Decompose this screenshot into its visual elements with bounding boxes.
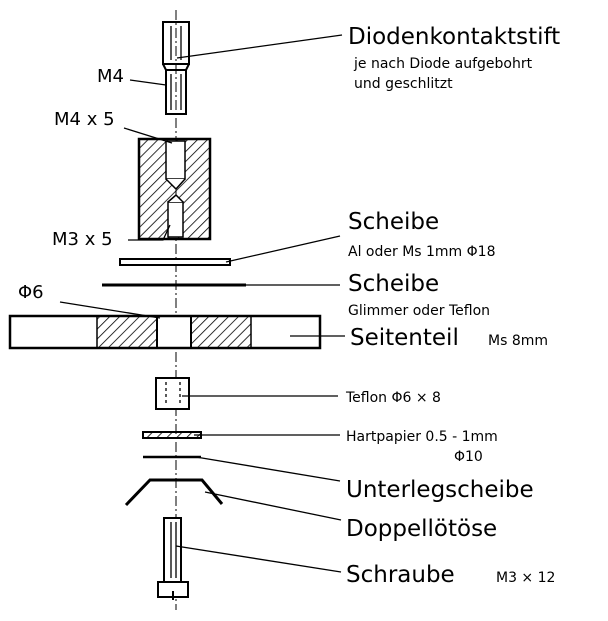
side-panel (8, 314, 322, 350)
label-unterlegscheibe: Unterlegscheibe (346, 477, 534, 503)
leader-lines (59, 34, 345, 573)
label-scheibe-2-note: Glimmer oder Teflon (348, 303, 490, 319)
diode-contact-pin (162, 21, 190, 115)
double-solder-lug (124, 478, 224, 507)
label-doppelloetoese: Doppellötöse (346, 516, 497, 542)
threaded-block (137, 137, 212, 241)
label-m4x5: M4 x 5 (54, 109, 115, 130)
label-schraube: Schraube (346, 562, 455, 588)
washer-hartpapier (142, 431, 202, 439)
label-phi6: Φ6 (18, 282, 44, 303)
label-m4: M4 (97, 66, 124, 87)
label-diodenkontaktstift-note-2: und geschlitzt (354, 76, 453, 92)
label-diodenkontaktstift-note-1: je nach Diode aufgebohrt (353, 56, 533, 72)
label-seitenteil: Seitenteil (350, 325, 459, 351)
label-scheibe-2: Scheibe (348, 271, 439, 297)
label-seitenteil-note: Ms 8mm (488, 333, 548, 349)
teflon-bush (155, 377, 190, 410)
label-scheibe-1: Scheibe (348, 209, 439, 235)
label-m3x5: M3 x 5 (52, 229, 113, 250)
label-hartpapier-phi: Φ10 (454, 449, 483, 465)
label-hartpapier: Hartpapier 0.5 - 1mm (346, 429, 498, 445)
label-scheibe-1-note: Al oder Ms 1mm Φ18 (348, 244, 495, 260)
label-schraube-note: M3 × 12 (496, 570, 555, 586)
screw (157, 517, 189, 600)
label-diodenkontaktstift: Diodenkontaktstift (348, 24, 560, 50)
label-teflon: Teflon Φ6 × 8 (345, 390, 441, 406)
washer-metal (119, 258, 231, 266)
